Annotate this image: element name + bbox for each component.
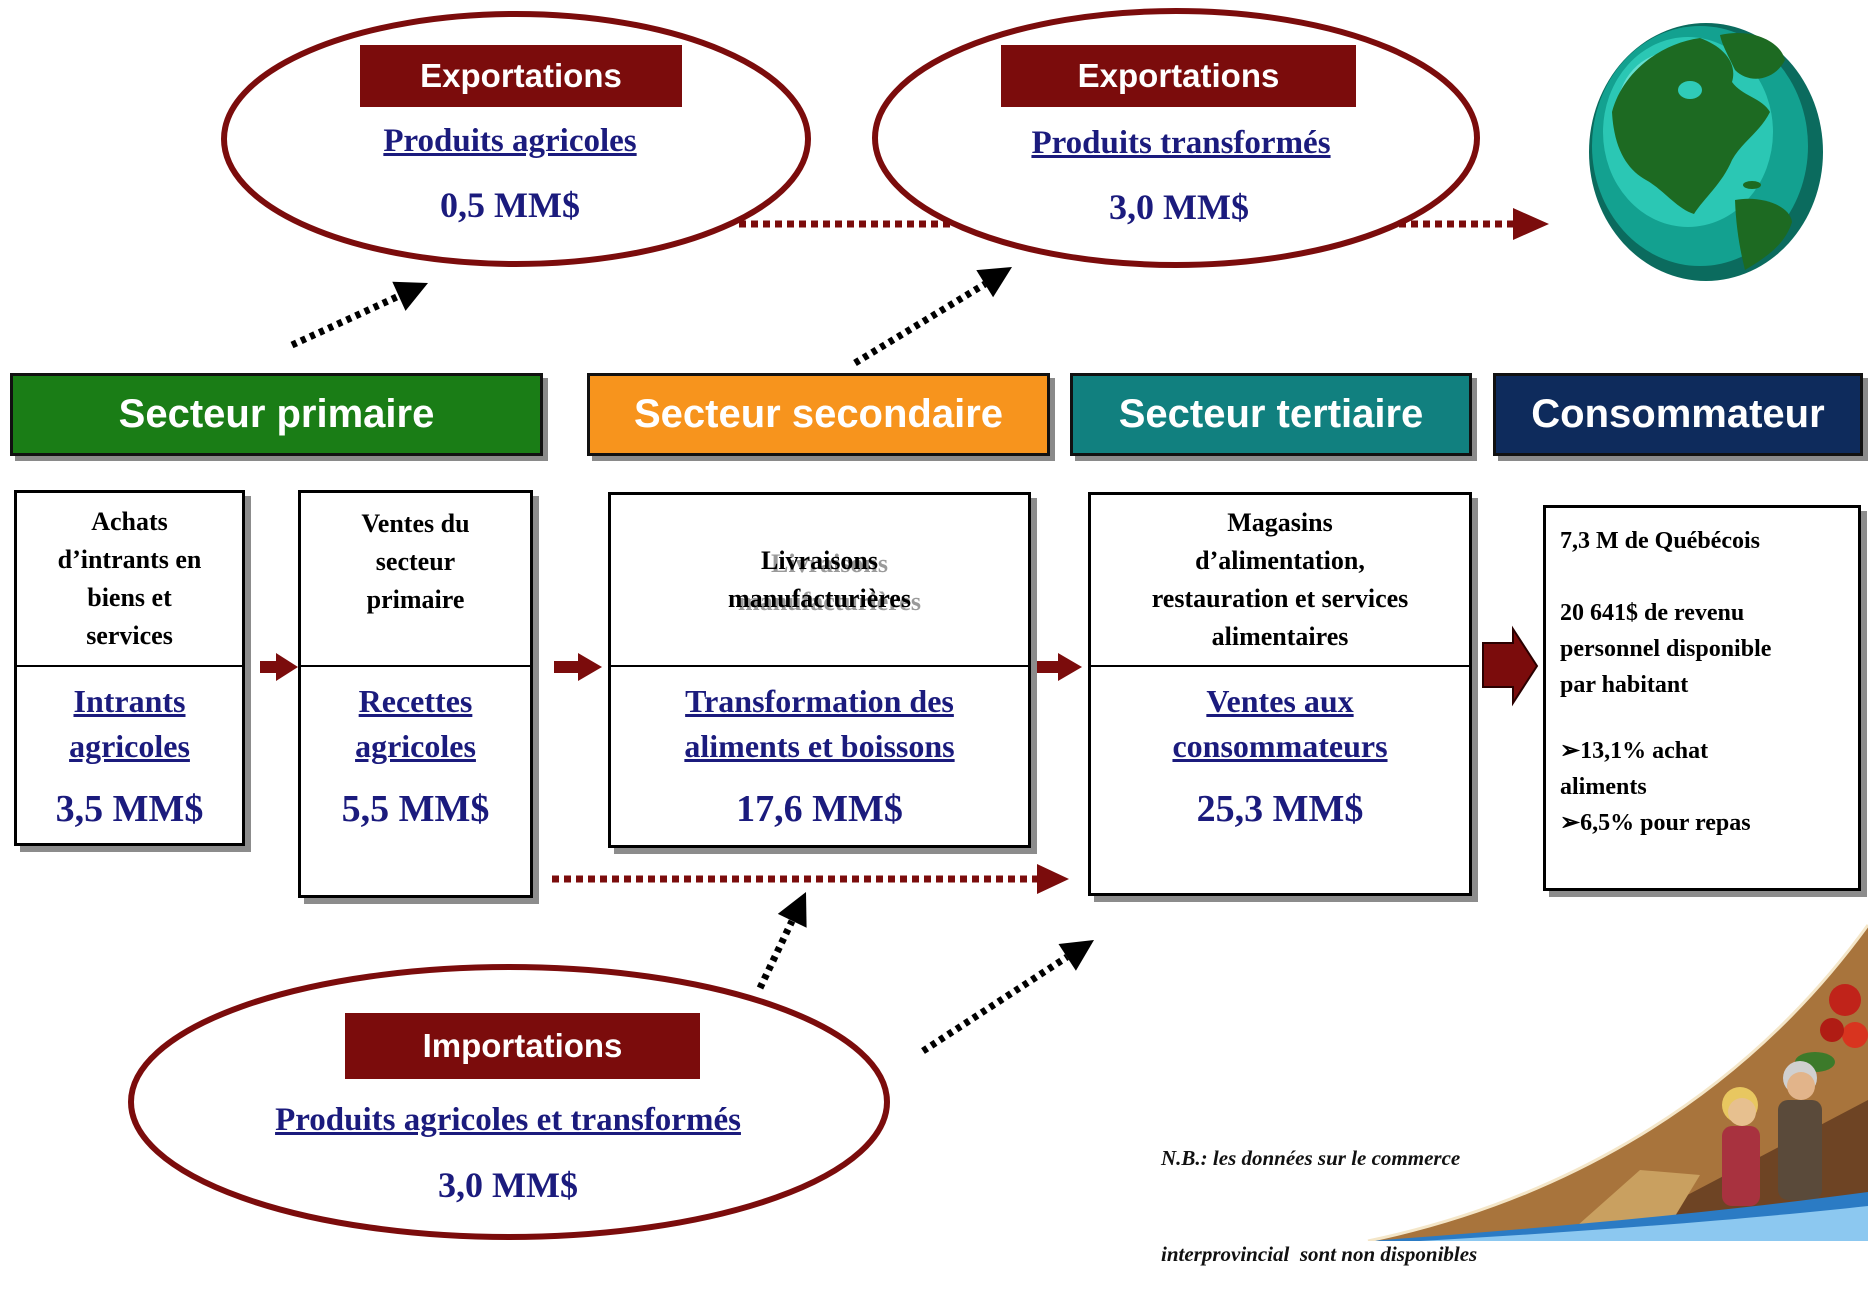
import-to-tertiary-diagonal-arrowhead bbox=[1058, 940, 1094, 971]
person-man-body bbox=[1778, 1100, 1822, 1200]
import-product[interactable]: Produits agricoles et transformés bbox=[275, 1102, 741, 1138]
globe-north-america bbox=[1612, 38, 1770, 214]
box-description: Livraisons manufacturières bbox=[611, 495, 1028, 667]
box-title-line[interactable]: Ventes aux bbox=[1206, 683, 1354, 719]
box-description-line: d’intrants en bbox=[57, 545, 202, 574]
photo-edge-highlight bbox=[1367, 924, 1868, 1241]
box-title-line[interactable]: aliments et boissons bbox=[684, 728, 955, 764]
box-title-line[interactable]: Intrants bbox=[73, 683, 186, 719]
consumer-header: Consommateur bbox=[1493, 373, 1863, 456]
note-line: N.B.: les données sur le commerce bbox=[1161, 1146, 1461, 1170]
box-description-line: restauration et services bbox=[1151, 584, 1409, 613]
globe-icon bbox=[1589, 23, 1823, 281]
box-description-line: alimentaires bbox=[1211, 622, 1349, 651]
arrow-head bbox=[1058, 653, 1082, 681]
tomato bbox=[1842, 1022, 1868, 1048]
food-photo-swoosh bbox=[1367, 924, 1868, 1241]
box-description: Ventes du secteur primaire bbox=[301, 493, 530, 667]
box-description-line: d’alimentation, bbox=[1195, 546, 1365, 575]
interprovincial-note: N.B.: les données sur le commerce interp… bbox=[1161, 1078, 1477, 1302]
export-processed-tag: Exportations bbox=[1001, 45, 1356, 107]
export-processed-product[interactable]: Produits transformés bbox=[1031, 125, 1331, 161]
consumer-income-line: 20 641$ de revenu bbox=[1560, 600, 1745, 626]
person-man-face bbox=[1787, 1072, 1815, 1100]
arrow-shaft bbox=[554, 661, 580, 673]
export-flow-arrowhead bbox=[1513, 208, 1549, 240]
arrow-head bbox=[578, 653, 602, 681]
export-processed-diagonal-arrowhead bbox=[976, 267, 1012, 298]
globe-south-america bbox=[1735, 198, 1792, 270]
export-agricultural-diagonal-line bbox=[290, 292, 401, 349]
arrow-head bbox=[276, 653, 298, 681]
export-agricultural-value: 0,5 MM$ bbox=[440, 185, 580, 225]
box-farm-receipts: Ventes du secteur primaire Recettes agri… bbox=[298, 490, 533, 898]
consumer-spending-line: ➢6,5% pour repas bbox=[1560, 810, 1751, 836]
import-tag: Importations bbox=[345, 1013, 700, 1079]
tomato bbox=[1820, 1018, 1844, 1042]
import-to-tertiary-diagonal-line bbox=[921, 954, 1069, 1054]
consumer-box: 7,3 M de Québécois 20 641$ de revenu per… bbox=[1543, 505, 1861, 891]
sector-primary-header: Secteur primaire bbox=[10, 373, 543, 456]
box-figures: Transformation des aliments et boissons … bbox=[611, 667, 1028, 831]
box-title-line[interactable]: agricoles bbox=[69, 728, 190, 764]
export-agricultural-diagonal-arrowhead bbox=[392, 281, 428, 311]
box-description-line: services bbox=[86, 621, 173, 650]
box-description: Magasins d’alimentation, restauration et… bbox=[1091, 495, 1469, 667]
box-figures: Recettes agricoles 5,5 MM$ bbox=[301, 667, 530, 831]
note-line: interprovincial sont non disponibles bbox=[1161, 1242, 1478, 1266]
arrow-inputs-to-sales bbox=[260, 653, 298, 681]
box-consumer-sales: Magasins d’alimentation, restauration et… bbox=[1088, 492, 1472, 896]
export-agricultural-tag: Exportations bbox=[360, 45, 682, 107]
person-woman-face bbox=[1728, 1098, 1756, 1126]
export-processed-value: 3,0 MM$ bbox=[1109, 187, 1249, 227]
person-woman-body bbox=[1722, 1126, 1760, 1206]
box-figures: Ventes aux consommateurs 25,3 MM$ bbox=[1091, 667, 1469, 831]
globe-island bbox=[1743, 181, 1761, 189]
export-agricultural-product[interactable]: Produits agricoles bbox=[383, 123, 637, 159]
retail-to-consumer-block-arrow bbox=[1482, 625, 1539, 707]
globe-hudson-bay bbox=[1678, 81, 1702, 99]
box-description-line: Magasins bbox=[1227, 508, 1333, 537]
primary-to-tertiary-flow-arrowhead bbox=[1037, 864, 1069, 894]
box-title-line[interactable]: Transformation des bbox=[685, 683, 954, 719]
arrow-shaft bbox=[260, 661, 278, 673]
photo-blue-swoosh-light bbox=[1420, 1206, 1868, 1241]
box-value: 3,5 MM$ bbox=[55, 788, 204, 830]
box-description-line: secteur bbox=[375, 547, 456, 576]
tomato bbox=[1829, 984, 1861, 1016]
box-food-processing: Livraisons manufacturières Transformatio… bbox=[608, 492, 1031, 848]
box-description-line: Achats bbox=[91, 507, 168, 536]
consumer-income: 20 641$ de revenu personnel disponible p… bbox=[1560, 595, 1844, 703]
consumer-spending-line: aliments bbox=[1560, 774, 1647, 800]
box-agricultural-inputs: Achats d’intrants en biens et services I… bbox=[14, 490, 245, 846]
sector-tertiary-header: Secteur tertiaire bbox=[1070, 373, 1472, 456]
arrow-shaft bbox=[1031, 661, 1060, 673]
consumer-income-line: par habitant bbox=[1560, 672, 1689, 698]
box-description-line: manufacturières bbox=[728, 584, 911, 613]
box-figures: Intrants agricoles 3,5 MM$ bbox=[17, 667, 242, 831]
consumer-population: 7,3 M de Québécois bbox=[1560, 528, 1760, 554]
globe-greenland bbox=[1720, 32, 1785, 79]
consumer-spending: ➢13,1% achat aliments ➢6,5% pour repas bbox=[1560, 733, 1844, 841]
import-to-secondary-diagonal-arrowhead bbox=[777, 892, 807, 928]
arrow-manufacturing-to-retail bbox=[1031, 653, 1082, 681]
arrow-sales-to-manufacturing bbox=[554, 653, 602, 681]
box-value: 17,6 MM$ bbox=[736, 788, 903, 830]
import-to-secondary-diagonal-line bbox=[756, 919, 796, 990]
consumer-income-line: personnel disponible bbox=[1560, 636, 1772, 662]
box-title-line[interactable]: Recettes bbox=[358, 683, 473, 719]
box-value: 5,5 MM$ bbox=[341, 788, 490, 830]
box-description-line: Livraisons bbox=[760, 546, 879, 575]
box-description-line: biens et bbox=[87, 583, 172, 612]
box-description-line: Ventes du bbox=[361, 509, 470, 538]
box-title-line[interactable]: agricoles bbox=[355, 728, 476, 764]
export-processed-diagonal-line bbox=[853, 281, 987, 366]
box-value: 25,3 MM$ bbox=[1196, 788, 1364, 830]
box-description: Achats d’intrants en biens et services bbox=[17, 493, 242, 667]
consumer-spending-line: ➢13,1% achat bbox=[1560, 738, 1709, 764]
import-value: 3,0 MM$ bbox=[438, 1165, 578, 1205]
sector-secondary-header: Secteur secondaire bbox=[587, 373, 1050, 456]
box-description-line: primaire bbox=[366, 585, 465, 614]
box-title-line[interactable]: consommateurs bbox=[1172, 728, 1388, 764]
